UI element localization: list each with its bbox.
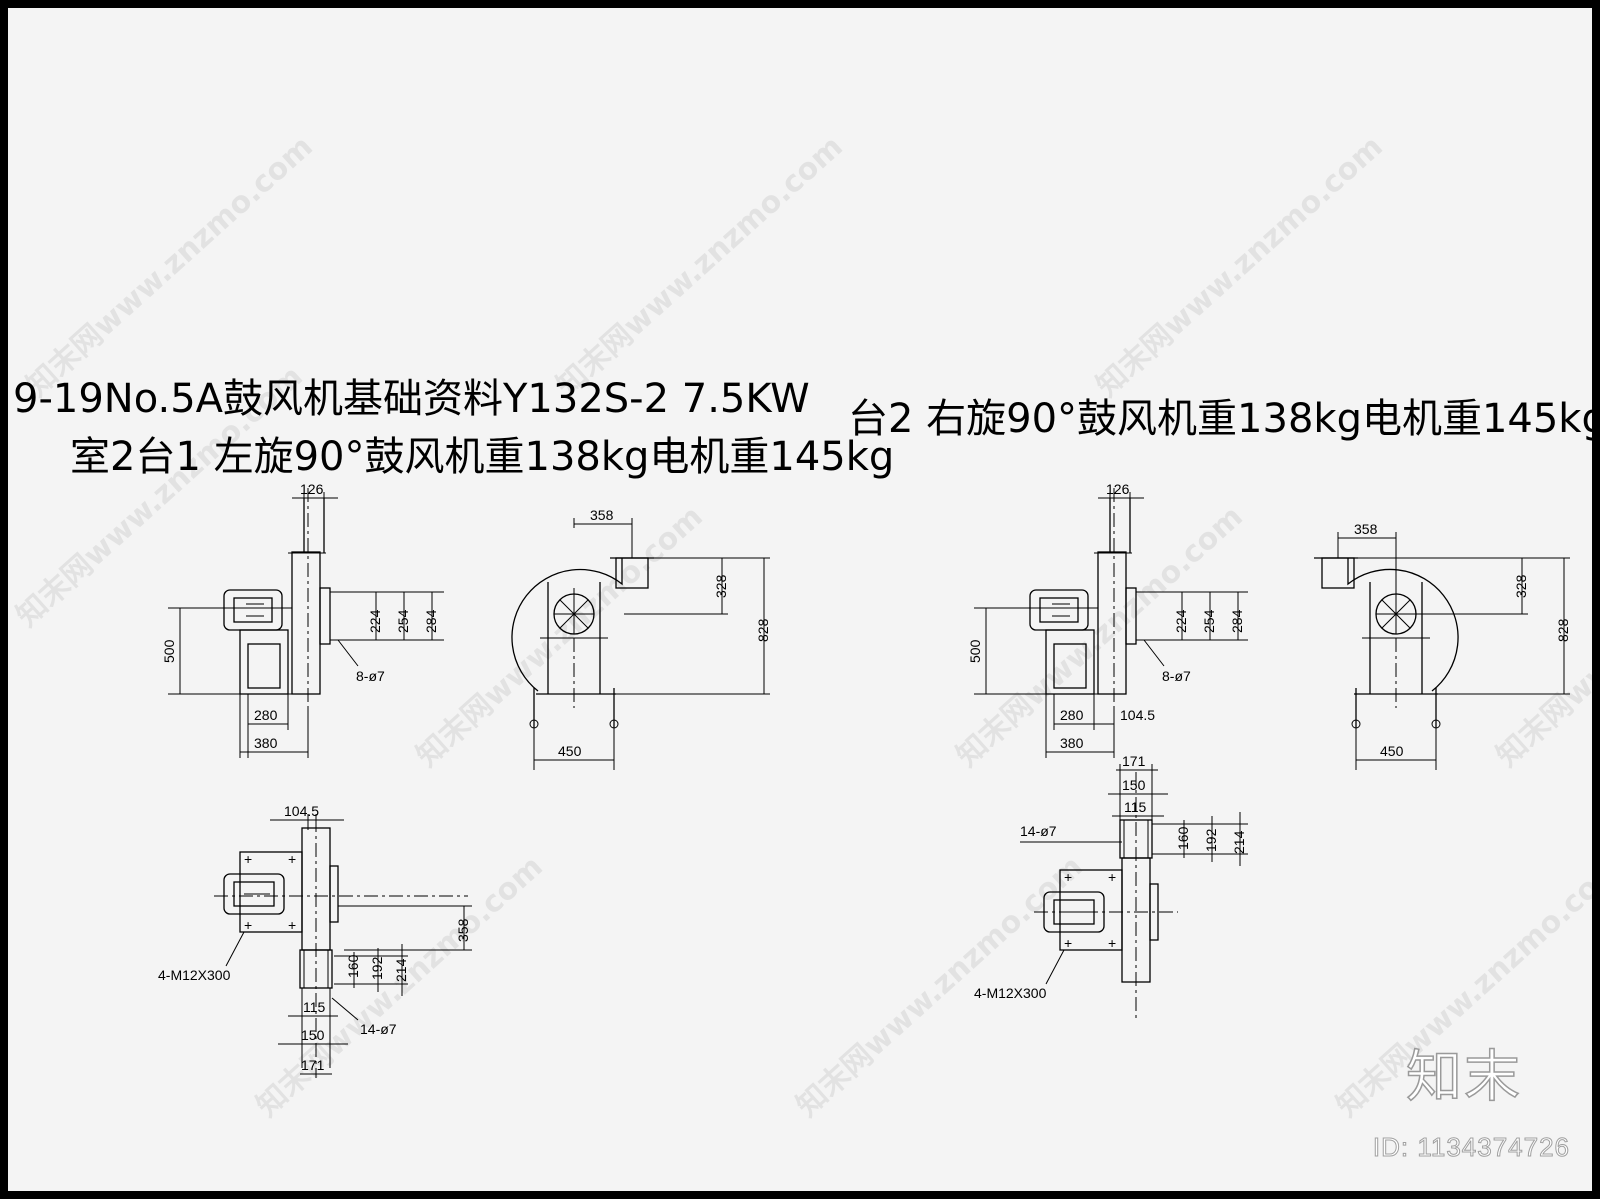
svg-text:知末网www.znzmo.com: 知末网www.znzmo.com xyxy=(250,849,550,1124)
right-side-d284: 284 xyxy=(1229,609,1245,633)
left-plan-holes: 14-ø7 xyxy=(360,1021,397,1037)
title-right: 台2 右旋90°鼓风机重138kg电机重145kg xyxy=(848,396,1592,442)
right-side-view: 500 126 224 254 284 8-ø7 280 104.5 380 xyxy=(967,481,1248,758)
right-front-d450: 450 xyxy=(1380,743,1404,759)
title-line-1: 9-19No.5A鼓风机基础资料Y132S-2 7.5KW xyxy=(13,376,810,422)
right-plan-d171: 171 xyxy=(1122,753,1146,769)
left-front-d328: 328 xyxy=(713,574,729,598)
title-line-2: 室2台1 左旋90°鼓风机重138kg电机重145kg xyxy=(70,434,894,480)
left-plan-view: + + + + 104.5 358 160 192 214 115 150 17… xyxy=(158,803,472,1078)
drawing-sheet: 9-19No.5A鼓风机基础资料Y132S-2 7.5KW 室2台1 左旋90°… xyxy=(8,8,1592,1191)
left-plan-bolts: 4-M12X300 xyxy=(158,967,231,983)
right-side-holes: 8-ø7 xyxy=(1162,668,1191,684)
right-front-d828: 828 xyxy=(1555,618,1571,642)
svg-text:+: + xyxy=(244,851,252,867)
right-side-d280: 280 xyxy=(1060,707,1084,723)
left-plan-d104-5: 104.5 xyxy=(284,803,319,819)
left-plan-d214: 214 xyxy=(393,958,409,982)
left-side-holes: 8-ø7 xyxy=(356,668,385,684)
left-plan-d358: 358 xyxy=(455,918,471,942)
left-side-d224: 224 xyxy=(367,609,383,633)
right-front-d328: 328 xyxy=(1513,574,1529,598)
right-plan-bolts: 4-M12X300 xyxy=(974,985,1047,1001)
cad-drawing: 9-19No.5A鼓风机基础资料Y132S-2 7.5KW 室2台1 左旋90°… xyxy=(10,129,1592,1124)
right-side-d224: 224 xyxy=(1173,609,1189,633)
svg-text:+: + xyxy=(1108,935,1116,951)
left-plan-d115: 115 xyxy=(303,999,326,1015)
right-plan-d160: 160 xyxy=(1175,826,1191,850)
svg-text:知末网www.znzmo.com: 知末网www.znzmo.com xyxy=(20,129,320,404)
svg-text:知末网www.znzmo.com: 知末网www.znzmo.com xyxy=(550,129,850,404)
svg-text:+: + xyxy=(244,917,252,933)
svg-text:知末网www.znzmo.com: 知末网www.znzmo.com xyxy=(410,499,710,774)
left-plan-d192: 192 xyxy=(369,956,385,980)
svg-text:+: + xyxy=(288,917,296,933)
right-side-d500: 500 xyxy=(967,639,983,663)
left-plan-d160: 160 xyxy=(345,954,361,978)
watermark-layer: 知末网www.znzmo.com 知末网www.znzmo.com 知末网www… xyxy=(10,129,1592,1124)
drawing-id: ID: 1134374726 xyxy=(1372,1132,1570,1163)
svg-text:+: + xyxy=(288,851,296,867)
svg-text:+: + xyxy=(1064,869,1072,885)
svg-text:+: + xyxy=(1064,935,1072,951)
right-front-view: 358 328 828 450 xyxy=(1314,521,1571,770)
left-side-d254: 254 xyxy=(395,609,411,633)
right-side-d380: 380 xyxy=(1060,735,1084,751)
right-side-d126: 126 xyxy=(1106,481,1130,497)
svg-text:知末网www.znzmo.com: 知末网www.znzmo.com xyxy=(1090,129,1390,404)
left-front-d450: 450 xyxy=(558,743,582,759)
left-front-view: 358 328 828 450 xyxy=(511,507,771,770)
left-side-d280: 280 xyxy=(254,707,278,723)
svg-text:+: + xyxy=(1108,869,1116,885)
right-plan-d115: 115 xyxy=(1124,799,1147,815)
brand-logo: 知末 xyxy=(1405,1044,1522,1111)
left-front-d358: 358 xyxy=(590,507,614,523)
right-side-d254: 254 xyxy=(1201,609,1217,633)
left-side-view: 500 126 224 254 284 8-ø7 280 380 xyxy=(161,481,444,758)
right-plan-d214: 214 xyxy=(1231,830,1247,854)
right-side-d104-5: 104.5 xyxy=(1120,707,1155,723)
left-front-d828: 828 xyxy=(755,618,771,642)
right-plan-view: + + + + 171 150 115 160 192 214 14-ø7 4-… xyxy=(974,753,1248,1018)
right-front-d358: 358 xyxy=(1354,521,1378,537)
left-side-d126: 126 xyxy=(300,481,324,497)
left-side-d284: 284 xyxy=(423,609,439,633)
right-plan-d192: 192 xyxy=(1203,828,1219,852)
left-side-d500: 500 xyxy=(161,639,177,663)
left-plan-d171: 171 xyxy=(301,1057,325,1073)
left-plan-d150: 150 xyxy=(301,1027,325,1043)
right-plan-d150: 150 xyxy=(1122,777,1146,793)
svg-text:知末网www.znzmo.com: 知末网www.znzmo.com xyxy=(950,499,1250,774)
right-plan-holes: 14-ø7 xyxy=(1020,823,1057,839)
svg-text:知末网www.znzmo.com: 知末网www.znzmo.com xyxy=(1490,499,1592,774)
left-side-d380: 380 xyxy=(254,735,278,751)
